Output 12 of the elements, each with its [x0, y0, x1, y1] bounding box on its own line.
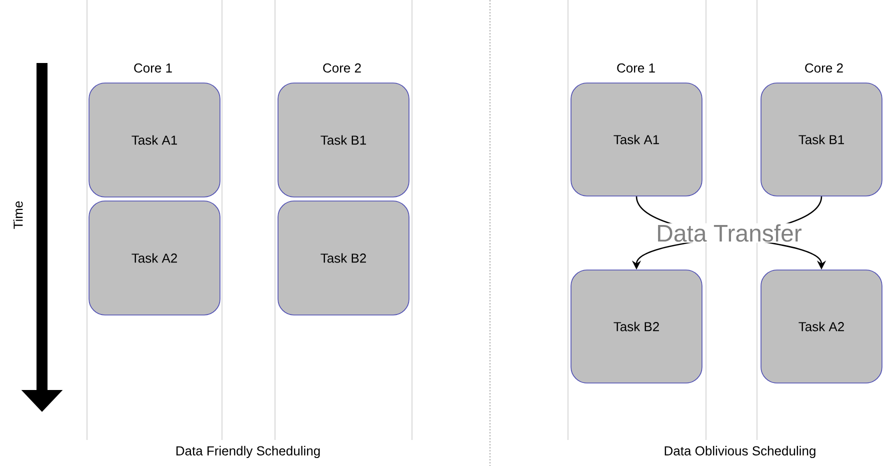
edge-label: Data Transfer: [658, 224, 802, 242]
task-box: Task A2: [760, 270, 882, 384]
panel-caption: Data Friendly Scheduling: [176, 446, 320, 458]
task-box: Task B2: [278, 200, 410, 316]
panel-caption: Data Oblivious Scheduling: [664, 446, 816, 458]
task-box: Task B2: [570, 270, 702, 384]
task-box: Task A2: [88, 200, 220, 316]
axis-label: Time: [13, 201, 23, 229]
task-box: Task B1: [278, 82, 410, 198]
task-box: Task A1: [570, 82, 702, 196]
task-box: Task A1: [88, 82, 220, 198]
task-box: Task B1: [760, 82, 882, 196]
